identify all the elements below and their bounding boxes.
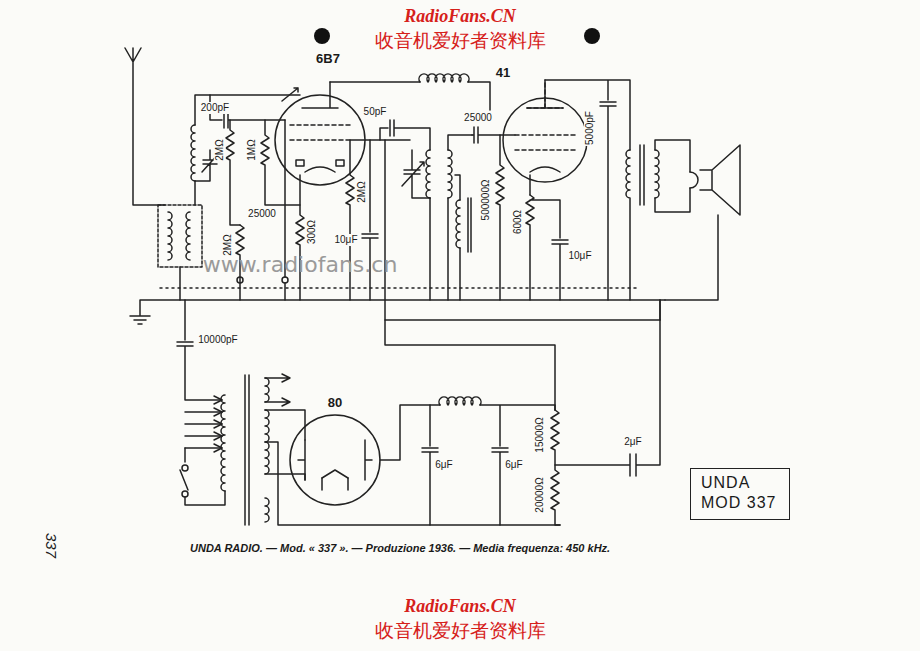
page-number: 337	[44, 531, 61, 558]
component-value: 10μF	[334, 234, 359, 246]
tube-type: 80	[327, 395, 343, 410]
box-text: UNDA	[701, 473, 779, 493]
caption-text: UNDA RADIO. — Mod. « 337 ». — Produzione…	[190, 542, 610, 554]
tube-type: 41	[495, 65, 511, 80]
component-value: 200pF	[200, 102, 230, 114]
component-value: 1MΩ	[246, 138, 258, 161]
tube-type: 6B7	[315, 51, 341, 66]
component-value: 300Ω	[306, 219, 318, 245]
component-value: 2MΩ	[214, 138, 226, 161]
watermark-text: 收音机爱好者资料库	[374, 29, 547, 51]
component-value: 6μF	[434, 459, 453, 471]
component-value: 25000	[247, 208, 277, 220]
component-value: 10000pF	[197, 334, 238, 346]
title-box: UNDAMOD 337	[690, 468, 790, 520]
component-value: 25000	[463, 112, 493, 124]
watermark-text: RadioFans.CN	[403, 6, 517, 26]
watermark-text: www.radiofans.cn	[202, 253, 399, 277]
component-value: 2MΩ	[356, 180, 368, 203]
box-text: MOD 337	[701, 493, 779, 513]
watermark-text: RadioFans.CN	[403, 596, 517, 616]
component-value: 600Ω	[512, 209, 524, 235]
component-value: 15000Ω	[534, 416, 546, 453]
component-value: 50pF	[363, 106, 388, 118]
component-value: 2μF	[623, 436, 642, 448]
component-value: 20000Ω	[534, 476, 546, 513]
component-value: 10μF	[568, 250, 593, 262]
component-value: 6μF	[504, 459, 523, 471]
component-value: 500000Ω	[480, 179, 492, 222]
component-value: 5000pF	[584, 110, 596, 146]
watermark-text: 收音机爱好者资料库	[374, 619, 547, 641]
